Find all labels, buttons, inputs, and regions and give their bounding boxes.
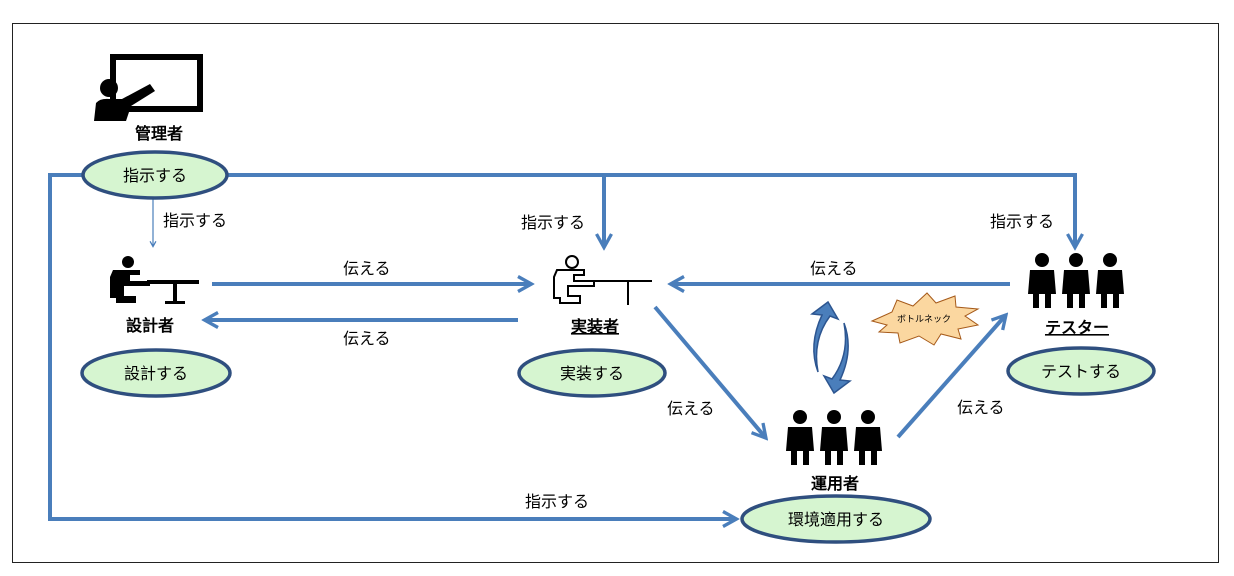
cycle-arrows-icon	[810, 300, 852, 395]
svg-text:環境適用する: 環境適用する	[788, 510, 884, 529]
action-implement: 実装する	[517, 348, 667, 398]
action-apply-environment: 環境適用する	[740, 494, 932, 544]
edge-label-to-operator: 指示する	[525, 492, 589, 511]
action-test: テストする	[1006, 346, 1156, 396]
arrow-manager-to-operator	[48, 173, 735, 519]
arrow-implementer-to-operator	[653, 305, 765, 437]
svg-text:テストする: テストする	[1041, 362, 1121, 381]
svg-text:指示する: 指示する	[123, 166, 187, 185]
person-at-desk-icon	[110, 256, 199, 304]
edge-label-designer-to-impl: 伝える	[343, 259, 391, 278]
group-icon	[786, 410, 882, 465]
arrow-operator-to-tester	[896, 316, 1005, 439]
role-tester: テスター	[1045, 318, 1109, 337]
role-operator: 運用者	[811, 474, 859, 493]
role-designer: 設計者	[126, 316, 174, 335]
edge-label-to-implementer: 指示する	[521, 213, 585, 232]
explosion-burst-icon: ボトルネック	[870, 292, 980, 346]
arrow-manager-to-implementer-tester	[228, 173, 1075, 246]
edge-label-to-designer: 指示する	[163, 211, 227, 230]
edge-label-impl-to-operator: 伝える	[667, 399, 715, 418]
diagram-frame	[12, 23, 1219, 563]
svg-text:設計する: 設計する	[124, 364, 188, 383]
connectors	[48, 173, 1075, 519]
role-manager: 管理者	[135, 124, 183, 143]
teacher-board-icon	[94, 54, 203, 121]
svg-text:実装する: 実装する	[560, 364, 624, 383]
edge-label-operator-to-tester: 伝える	[957, 398, 1005, 417]
person-at-desk-outline-icon	[553, 255, 652, 305]
group-icon	[1028, 253, 1124, 308]
action-design: 設計する	[80, 348, 232, 398]
edge-label-to-tester: 指示する	[990, 212, 1054, 231]
bottleneck-label: ボトルネック	[897, 314, 951, 325]
edge-label-impl-to-designer: 伝える	[343, 329, 391, 348]
edge-label-tester-to-impl: 伝える	[810, 259, 858, 278]
action-instruct: 指示する	[81, 150, 229, 200]
role-implementer: 実装者	[571, 317, 619, 336]
